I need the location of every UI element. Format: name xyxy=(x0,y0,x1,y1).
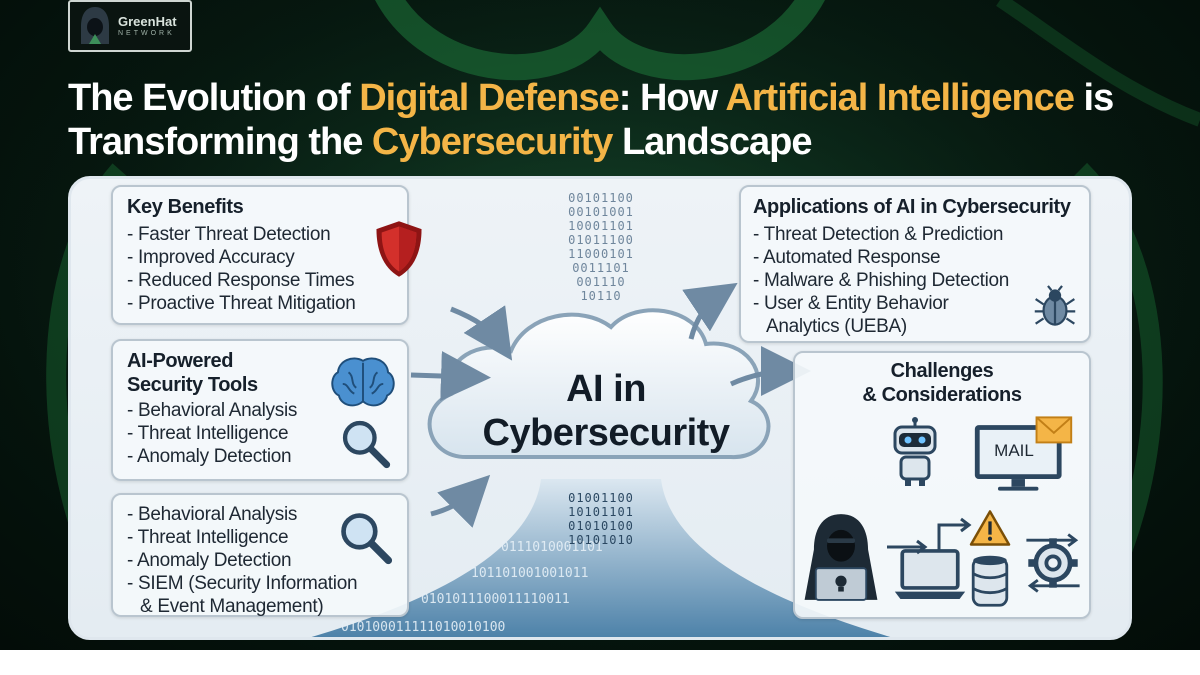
brand-text: GreenHat NETWORK xyxy=(118,15,177,37)
list-item: - Behavioral Analysis xyxy=(127,504,298,525)
list-item: - Threat Intelligence xyxy=(127,423,289,444)
list-item: - Behavioral Analysis xyxy=(127,400,298,421)
challenges-title-line2: & Considerations xyxy=(862,384,1022,406)
brand-sub: NETWORK xyxy=(118,30,175,37)
key-benefits-title: Key Benefits xyxy=(127,196,244,218)
title-text: : How xyxy=(618,77,726,119)
banner: GreenHat NETWORK The Evolution of Digita… xyxy=(0,0,1200,650)
binary-row: 001110 xyxy=(576,275,626,289)
binary-row: 01001100 xyxy=(568,491,634,505)
svg-text:0101011100011110011: 0101011100011110011 xyxy=(421,592,570,607)
binary-row: 00101100 xyxy=(568,191,634,205)
flow-arrows-icon xyxy=(887,517,972,555)
database-icon xyxy=(971,555,1009,607)
more-tools-panel: - Behavioral Analysis- Threat Intelligen… xyxy=(111,493,409,617)
more-tools-list: - Behavioral Analysis- Threat Intelligen… xyxy=(127,503,393,618)
list-item: - Automated Response xyxy=(753,247,941,268)
data-stream xyxy=(311,479,891,637)
magnifier-icon xyxy=(342,420,391,469)
page-title: The Evolution of Digital Defense: How Ar… xyxy=(68,76,1178,164)
ai-tools-title-line2: Security Tools xyxy=(127,374,258,396)
binary-row: 11000101 xyxy=(568,247,634,261)
mail-label: MAIL xyxy=(994,441,1034,460)
center-label-line1: AI in xyxy=(566,368,646,410)
list-item: - Threat Detection & Prediction xyxy=(753,224,1004,245)
monitor-mail-icon xyxy=(974,416,1073,491)
list-item: - Anomaly Detection xyxy=(127,446,292,467)
title-highlight: Cybersecurity xyxy=(371,121,613,163)
applications-title: Applications of AI in Cybersecurity xyxy=(753,196,1071,218)
ai-tools-list: - Behavioral Analysis- Threat Intelligen… xyxy=(127,399,393,468)
brand-logo[interactable]: GreenHat NETWORK xyxy=(68,0,192,52)
svg-text:101101001001011: 101101001001011 xyxy=(471,566,588,581)
title-text: The Evolution of xyxy=(68,77,360,119)
list-item: - SIEM (Security Information xyxy=(127,573,358,594)
list-item: - Improved Accuracy xyxy=(127,247,295,268)
list-item: - Malware & Phishing Detection xyxy=(753,270,1010,291)
key-benefits-list: - Faster Threat Detection- Improved Accu… xyxy=(127,223,393,315)
warning-icon xyxy=(969,510,1011,546)
ai-tools-title-line1: AI-Powered xyxy=(127,350,234,372)
brain-icon xyxy=(331,357,395,407)
robot-icon xyxy=(893,417,937,486)
hacker-icon xyxy=(804,514,878,601)
diagram-graphics: 0111010001101 101101001001011 0101011100… xyxy=(311,282,891,637)
center-label-line2: Cybersecurity xyxy=(482,412,730,454)
list-item: - Proactive Threat Mitigation xyxy=(127,293,356,314)
list-item: - User & Entity Behavior xyxy=(753,293,949,314)
binary-row: 10110 xyxy=(580,289,622,303)
list-item: & Event Management) xyxy=(140,596,324,617)
key-benefits-panel: Key Benefits - Faster Threat Detection- … xyxy=(111,185,409,325)
bug-icon xyxy=(1034,285,1076,326)
list-item: Analytics (UEBA) xyxy=(766,316,907,337)
title-text: Landscape xyxy=(612,121,813,163)
binary-row: 01010100 xyxy=(568,519,634,533)
svg-text:0111010001101: 0111010001101 xyxy=(501,540,603,555)
list-item: - Threat Intelligence xyxy=(127,527,289,548)
magnifier-icon xyxy=(341,513,393,565)
binary-row: 10001101 xyxy=(568,219,634,233)
list-item: - Faster Threat Detection xyxy=(127,224,331,245)
applications-panel: Applications of AI in Cybersecurity - Th… xyxy=(739,185,1091,343)
hacker-logo-icon xyxy=(81,7,109,44)
binary-row: 10101101 xyxy=(568,505,634,519)
binary-row: 0011101 xyxy=(572,261,630,275)
title-highlight: Artificial Intelligence xyxy=(725,77,1075,119)
list-item: - Reduced Response Times xyxy=(127,270,355,291)
brand-name: GreenHat xyxy=(118,14,177,29)
challenges-title-line1: Challenges xyxy=(890,360,994,382)
applications-list: - Threat Detection & Prediction- Automat… xyxy=(753,223,1077,338)
laptop-icon xyxy=(894,549,966,600)
title-text: is Transforming the xyxy=(68,77,1114,163)
center-label: AI in Cybersecurity xyxy=(451,367,761,455)
binary-row: 01011100 xyxy=(568,233,634,247)
svg-text:010100011111010010100: 010100011111010010100 xyxy=(341,620,505,635)
binary-row: 00101001 xyxy=(568,205,634,219)
shield-icon xyxy=(376,221,422,277)
binary-row: 10101010 xyxy=(568,533,634,547)
list-item: - Anomaly Detection xyxy=(127,550,292,571)
infographic-card: 0111010001101 101101001001011 0101011100… xyxy=(68,176,1132,640)
gear-icon xyxy=(1026,533,1080,593)
title-highlight: Digital Defense xyxy=(359,77,620,119)
